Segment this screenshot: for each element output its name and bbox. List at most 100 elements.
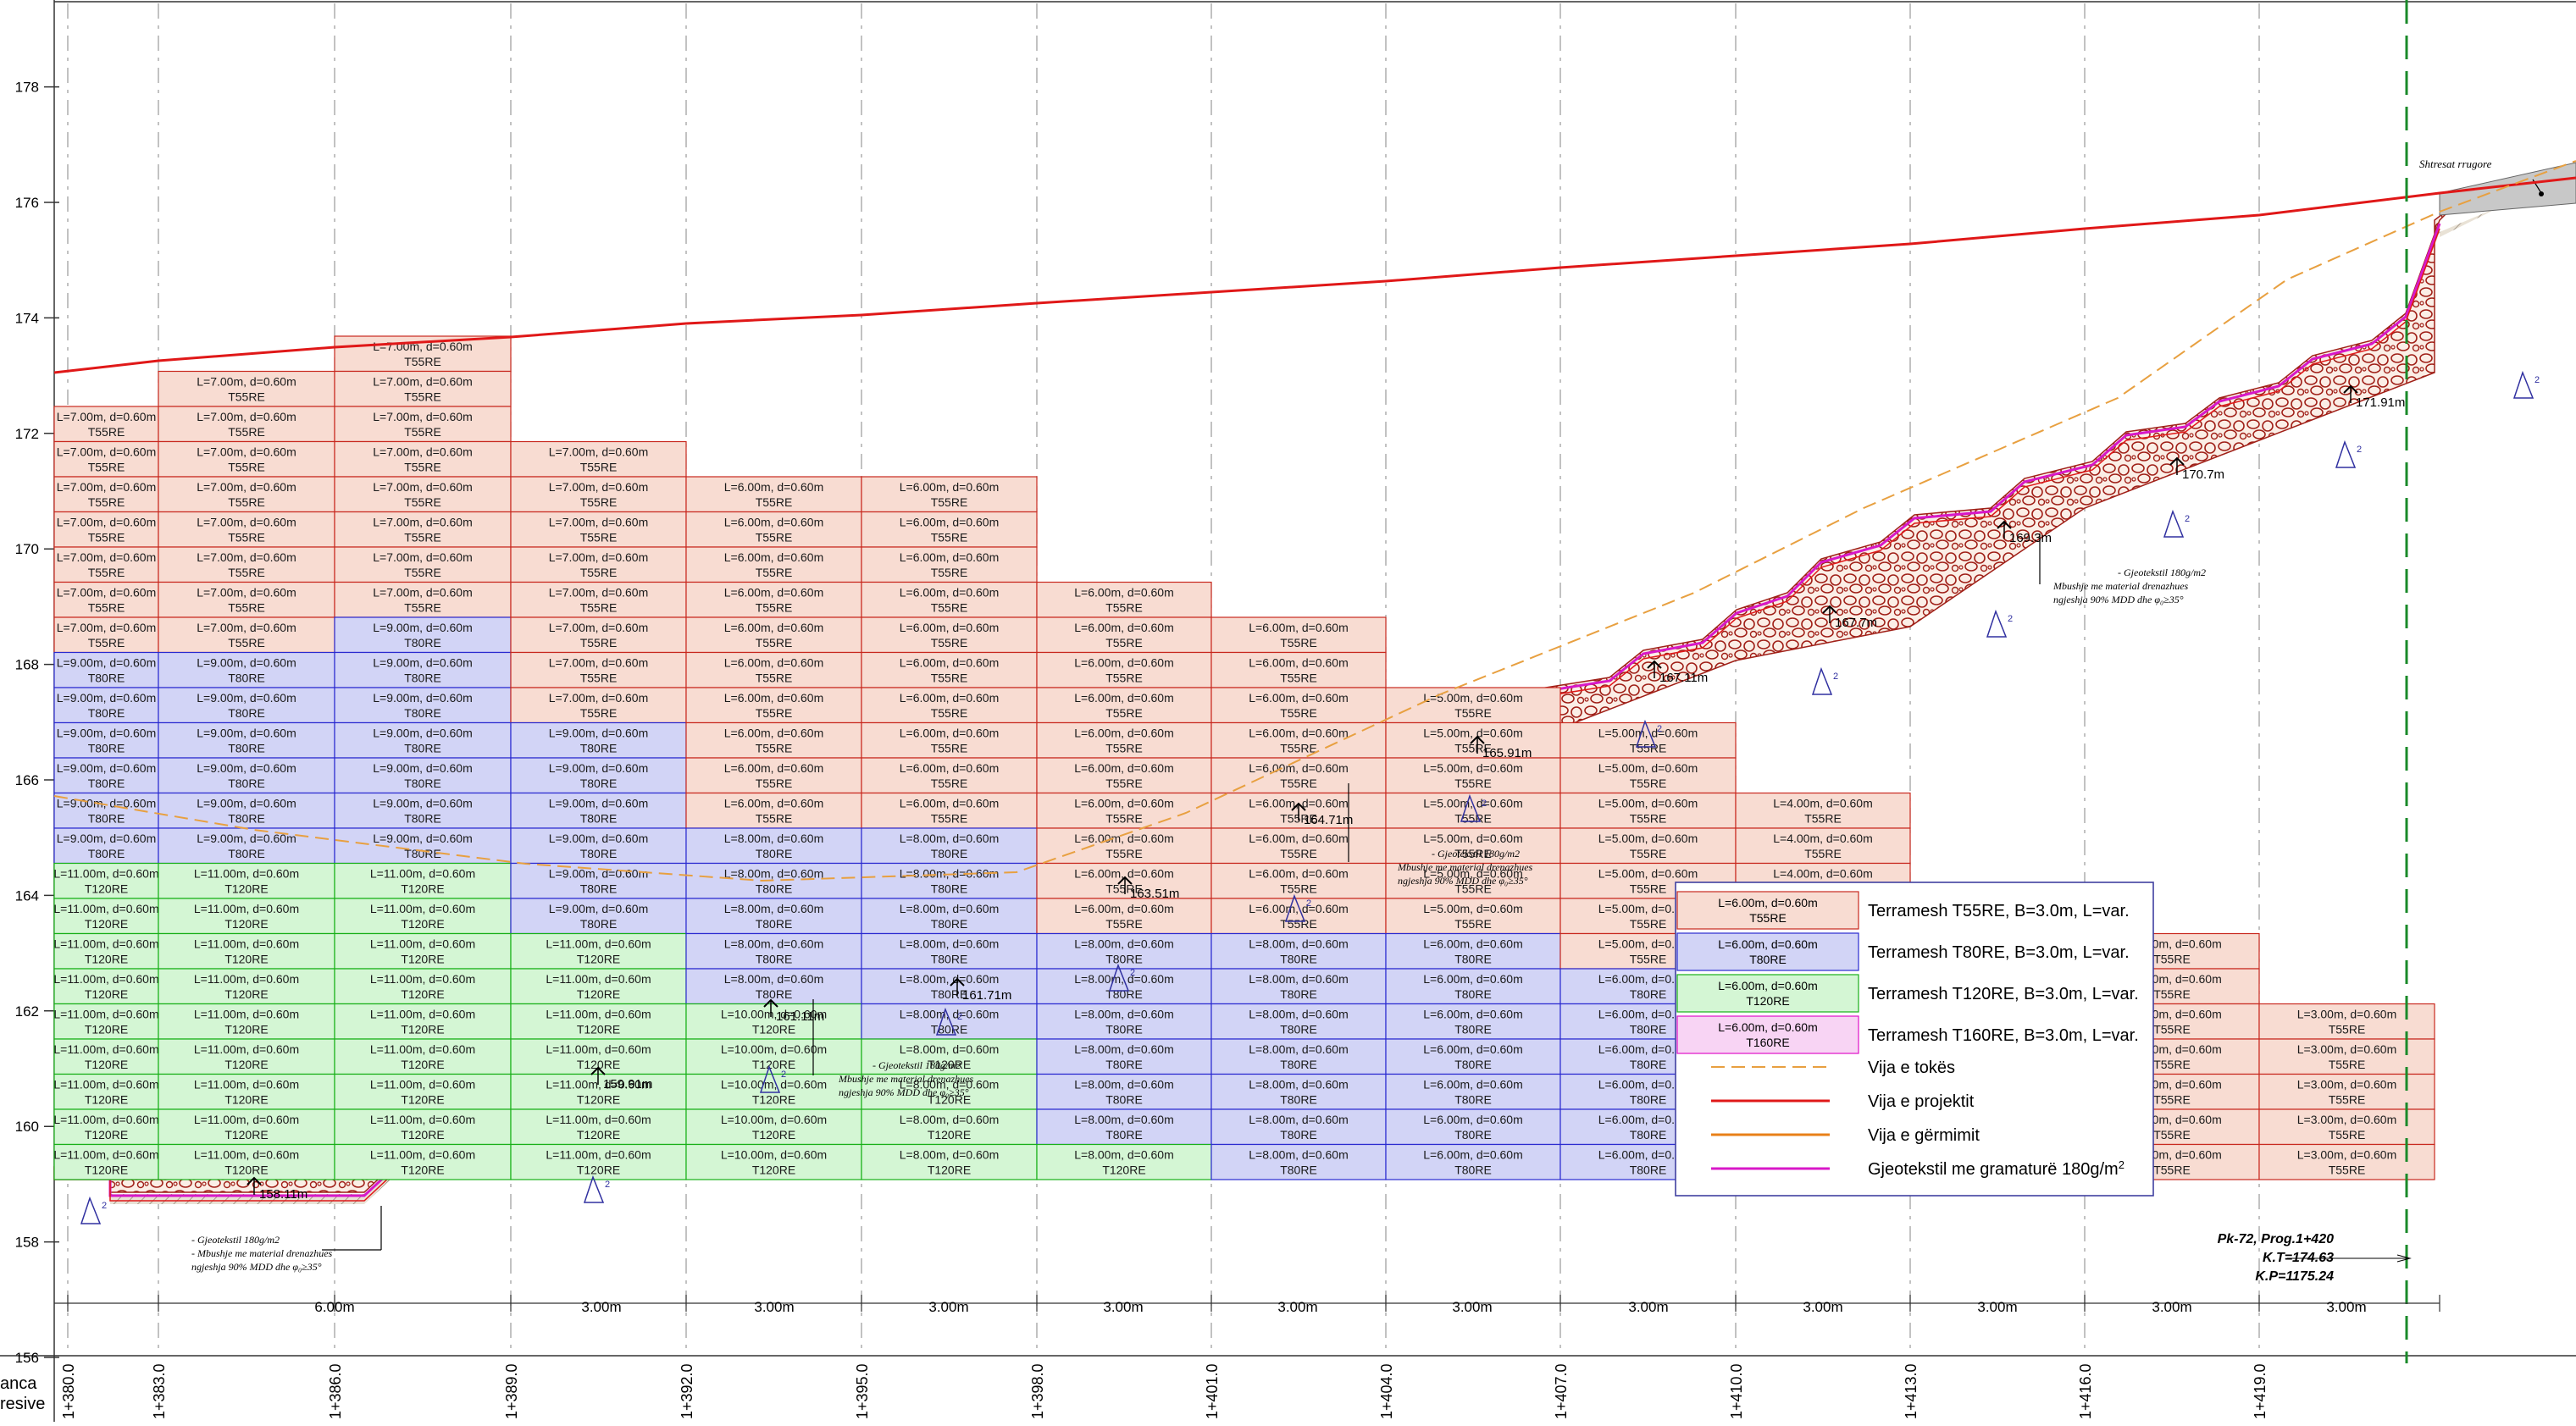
cell-length-label: L=6.00m, d=0.60m [724, 480, 824, 494]
cell-type-label: T80RE [1454, 1058, 1492, 1071]
cell-type-label: T55RE [756, 777, 793, 790]
cell-type-label: T120RE [752, 1163, 795, 1177]
cell-type-label: T55RE [756, 601, 793, 615]
cell-type-label: T55RE [228, 531, 265, 544]
cell-type-label: T55RE [1804, 812, 1842, 826]
bench-level-label: 161.11m [776, 1009, 824, 1024]
cell-type-label: T55RE [404, 601, 441, 615]
legend-swatch [1676, 932, 1859, 971]
cell-length-label: L=9.00m, d=0.60m [373, 691, 473, 705]
terramesh-cell [685, 932, 862, 970]
bench-level-label: 161.71m [962, 988, 1011, 1003]
bench-level-label: 158.11m [259, 1187, 307, 1202]
cell-length-label: L=5.00m, d=0.60m [1598, 902, 1698, 915]
cell-length-label: L=7.00m, d=0.60m [373, 375, 473, 389]
cell-length-label: L=6.00m, d=0.60m [1423, 972, 1523, 986]
cell-type-label: T55RE [1105, 601, 1143, 615]
cell-length-label: L=6.00m, d=0.60m [1074, 832, 1174, 845]
cell-type-label: T55RE [1454, 706, 1492, 720]
legend-swatch-line1: L=6.00m, d=0.60m [1718, 937, 1818, 951]
cell-length-label: L=6.00m, d=0.60m [1074, 691, 1174, 705]
cell-length-label: L=7.00m, d=0.60m [549, 445, 649, 459]
cell-length-label: L=11.00m, d=0.60m [194, 1008, 299, 1021]
cell-type-label: T80RE [404, 672, 441, 685]
cell-type-label: T80RE [1105, 953, 1143, 966]
terramesh-cell [53, 1073, 159, 1110]
cell-length-label: L=7.00m, d=0.60m [197, 586, 296, 600]
cell-type-label: T55RE [88, 425, 125, 439]
cell-length-label: L=9.00m, d=0.60m [549, 902, 649, 915]
terramesh-cell [334, 476, 512, 513]
cell-type-label: T80RE [580, 742, 618, 755]
cell-length-label: L=11.00m, d=0.60m [194, 902, 299, 915]
cell-type-label: T80RE [1454, 987, 1492, 1001]
slope-triangle [1284, 893, 1306, 922]
cell-length-label: L=6.00m, d=0.60m [724, 797, 824, 810]
cell-type-label: T120RE [224, 1023, 268, 1036]
terramesh-cell [53, 862, 159, 899]
legend-swatch-line1: L=6.00m, d=0.60m [1718, 1020, 1818, 1034]
terramesh-cell [510, 511, 687, 548]
spacing-label: 3.00m [1628, 1299, 1668, 1315]
station-label: 1+389.0 [503, 1363, 520, 1419]
terramesh-cell [510, 1143, 687, 1180]
spacing-label: 6.00m [314, 1299, 354, 1315]
cell-length-label: L=8.00m, d=0.60m [900, 1008, 1000, 1021]
cell-length-label: L=8.00m, d=0.60m [900, 972, 1000, 986]
cell-type-label: T80RE [580, 847, 618, 860]
cell-type-label: T120RE [401, 1023, 444, 1036]
cell-type-label: T80RE [1105, 1023, 1143, 1036]
cell-type-label: T80RE [580, 777, 618, 790]
cell-length-label: L=9.00m, d=0.60m [197, 797, 296, 810]
cell-type-label: T55RE [1105, 882, 1143, 896]
slope-triangle [1811, 666, 1833, 695]
cell-length-label: L=7.00m, d=0.60m [197, 445, 296, 459]
cell-length-label: L=6.00m, d=0.60m [1249, 621, 1349, 634]
cell-type-label: T55RE [404, 531, 441, 544]
cell-type-label: T55RE [1454, 882, 1492, 896]
terramesh-cell [685, 581, 862, 618]
slope-ratio: 2 [2008, 614, 2013, 624]
cell-type-label: T55RE [931, 566, 968, 579]
cell-type-label: T55RE [228, 495, 265, 509]
cell-length-label: L=6.00m, d=0.60m [1074, 621, 1174, 634]
cell-length-label: L=10.00m, d=0.60m [721, 1078, 827, 1092]
terramesh-cell [1210, 687, 1387, 724]
cell-type-label: T55RE [1630, 812, 1667, 826]
cell-length-label: L=11.00m, d=0.60m [370, 867, 475, 881]
note-compaction-2: ngjeshja 90% MDD dhe φ₀≥35° [839, 1086, 969, 1098]
legend-swatch-line1: L=6.00m, d=0.60m [1718, 979, 1818, 992]
terramesh-cell [334, 616, 512, 654]
cell-type-label: T120RE [224, 953, 268, 966]
cell-type-label: T55RE [1280, 917, 1317, 931]
cell-type-label: T80RE [1280, 1058, 1317, 1071]
cell-length-label: L=11.00m, d=0.60m [370, 1008, 475, 1021]
terramesh-cell [510, 721, 687, 759]
cell-type-label: T80RE [580, 812, 618, 826]
cell-type-label: T55RE [228, 566, 265, 579]
station-label: 1+380.0 [60, 1363, 77, 1419]
cell-type-label: T120RE [928, 1093, 971, 1107]
cell-type-label: T80RE [1630, 987, 1667, 1001]
cell-type-label: T55RE [228, 636, 265, 649]
cell-type-label: T120RE [85, 882, 128, 896]
terramesh-cell [334, 968, 512, 1005]
cell-length-label: L=9.00m, d=0.60m [57, 691, 157, 705]
cell-length-label: L=6.00m, d=0.60m [900, 656, 1000, 670]
station-label: 1+383.0 [151, 1363, 168, 1419]
terramesh-cell [685, 687, 862, 724]
note-geotextile-3: - Gjeotekstil 180g/m2 [1432, 848, 1520, 859]
cell-length-label: L=11.00m, d=0.60m [370, 937, 475, 951]
cell-type-label: T80RE [1454, 1128, 1492, 1141]
cell-type-label: T55RE [580, 495, 618, 509]
xaxis-label-line1: anca [0, 1374, 37, 1393]
cell-length-label: L=8.00m, d=0.60m [1249, 1113, 1349, 1126]
legend-label: Vija e gërmimit [1868, 1126, 1980, 1145]
cell-length-label: L=6.00m, d=0.60m [1074, 656, 1174, 670]
cell-length-label: L=6.00m, d=0.60m [900, 550, 1000, 564]
legend-label: Terramesh T120RE, B=3.0m, L=var. [1868, 985, 2139, 1003]
note-compaction-4: ngjeshja 90% MDD dhe φ₀≥35° [2053, 594, 2184, 605]
cell-type-label: T55RE [1630, 917, 1667, 931]
cell-type-label: T120RE [224, 1058, 268, 1071]
cell-type-label: T120RE [401, 987, 444, 1001]
